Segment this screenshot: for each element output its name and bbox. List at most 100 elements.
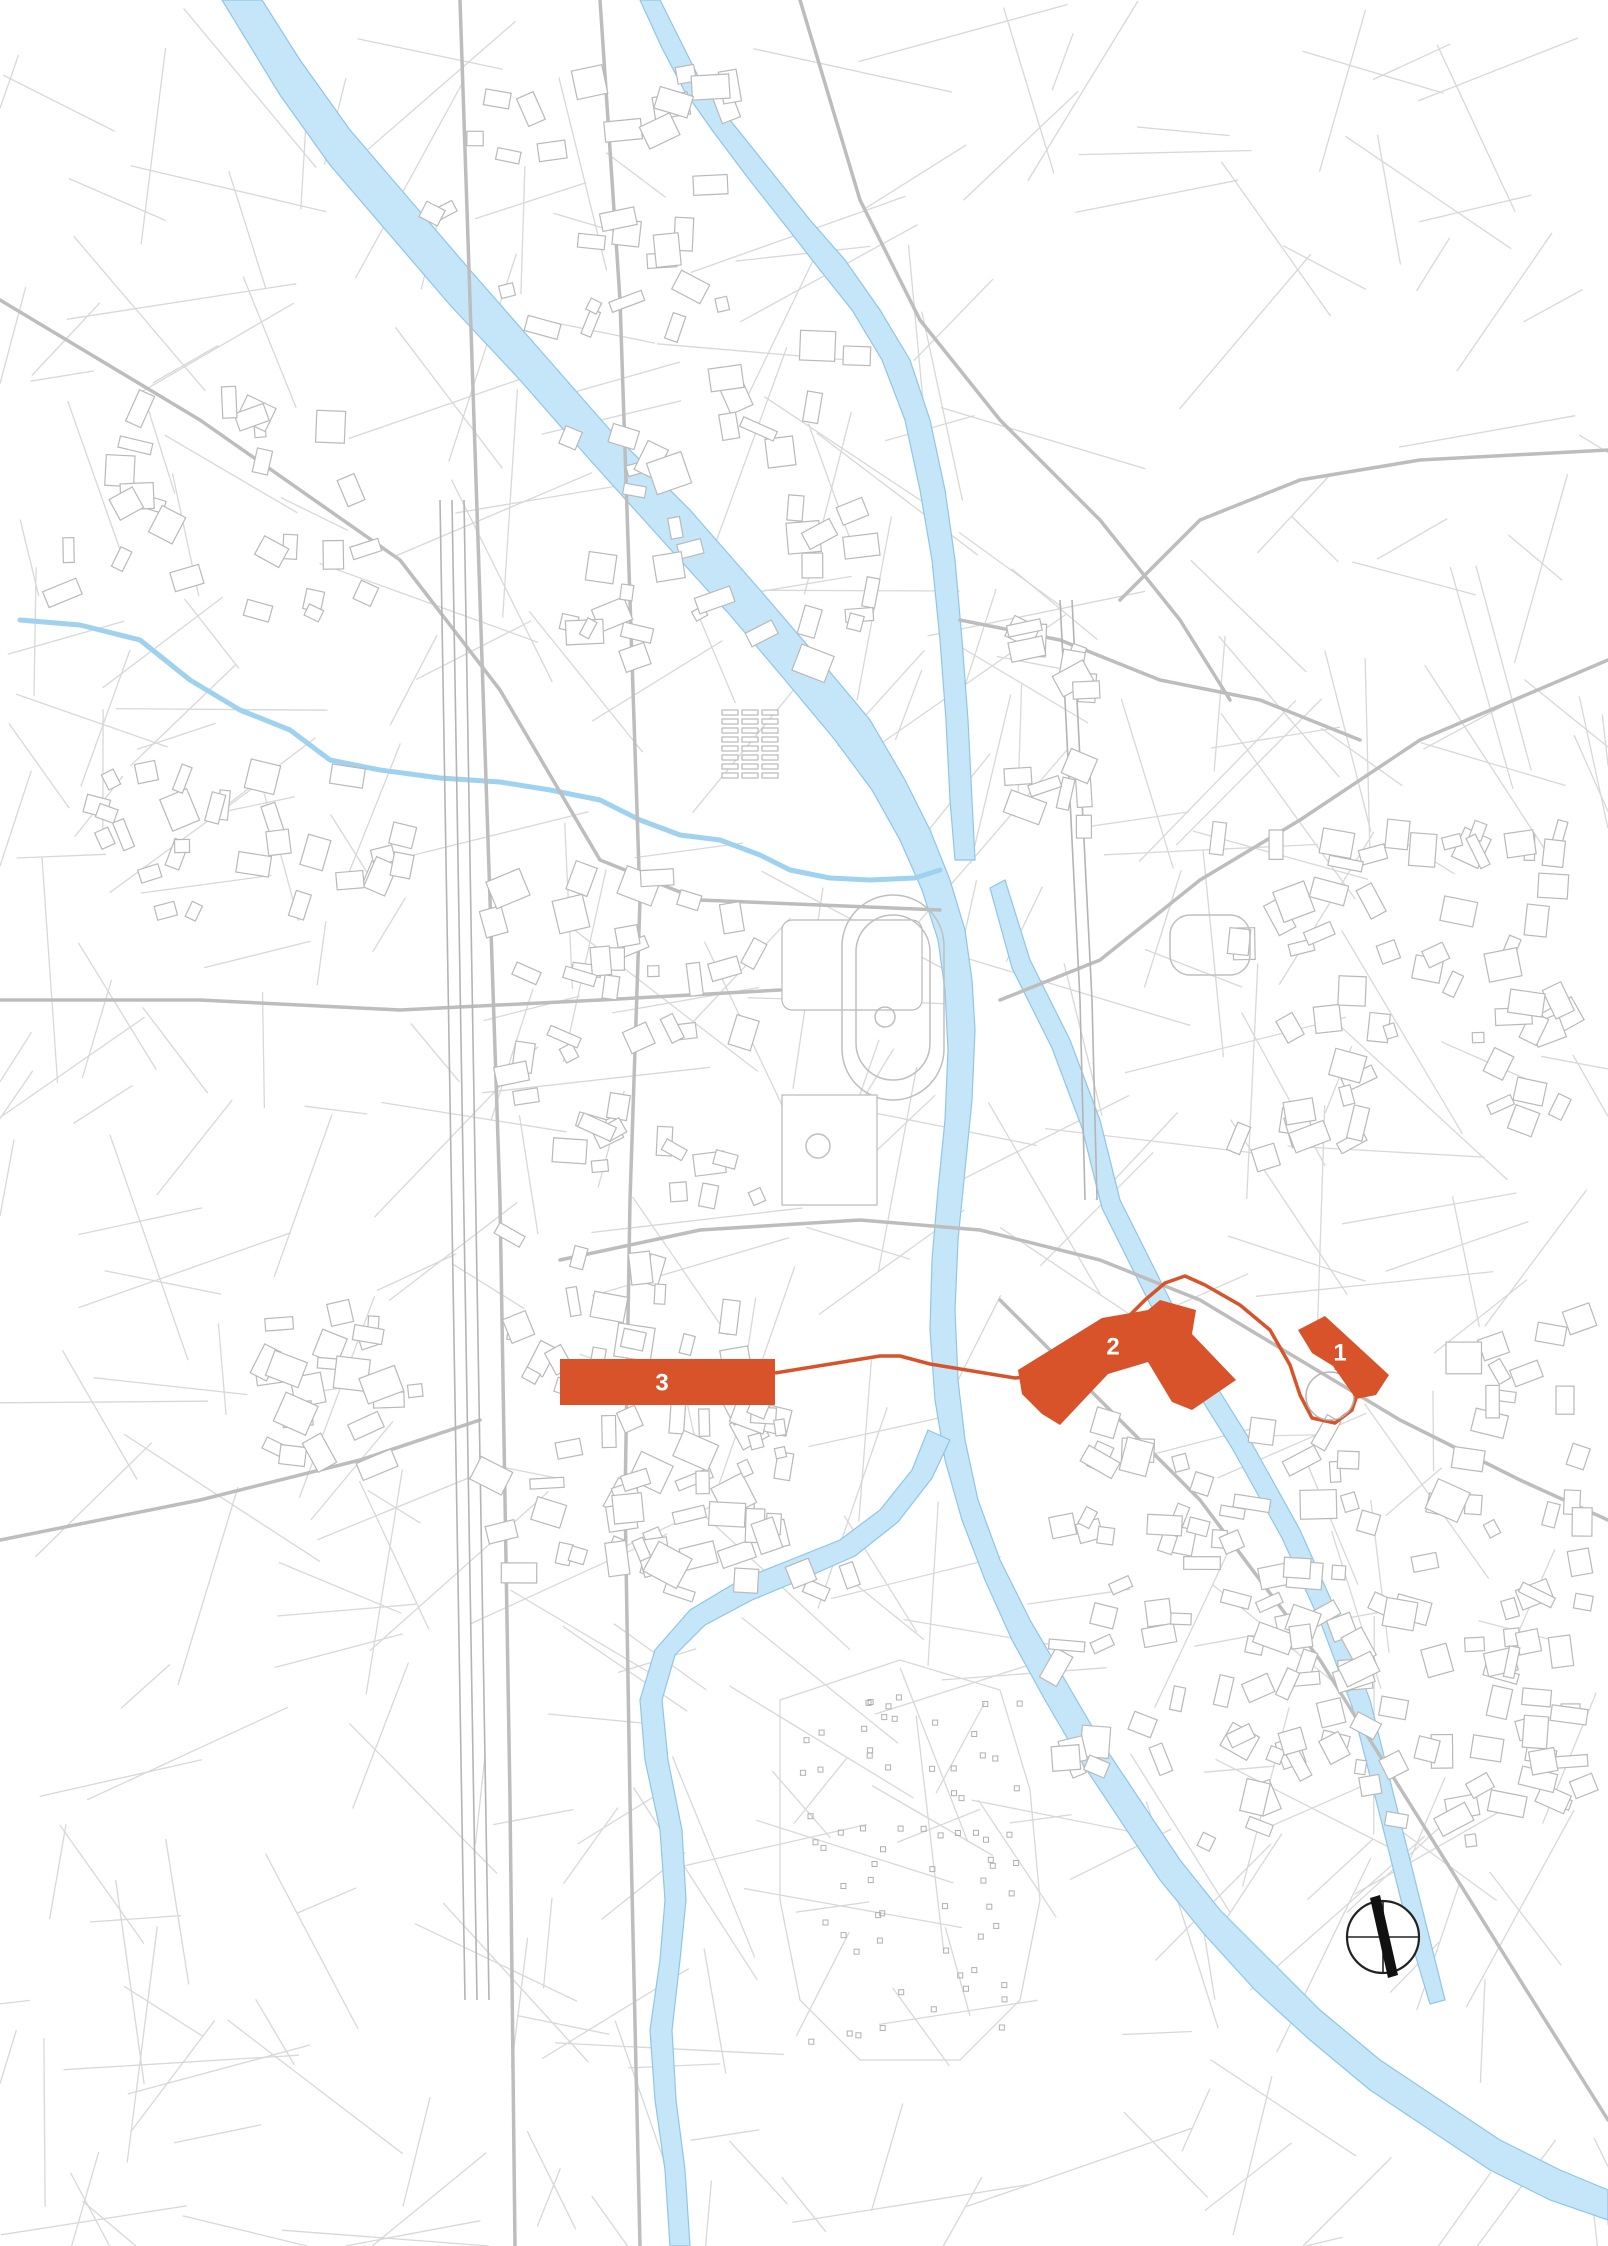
parcel-line [631,1196,729,1336]
parcel-line [1417,37,1579,102]
parcel-line [1419,194,1532,223]
parcel-line [795,1901,870,1913]
building [1381,1596,1419,1632]
parcel-line [1302,2157,1392,2246]
parcel-line [1320,727,1403,787]
building [784,1557,818,1590]
parking-space [721,709,739,716]
tree [983,1836,989,1843]
building [1082,1754,1111,1779]
parcel-line [1217,1833,1283,1932]
parcel-line [965,2127,1193,2208]
parking-space [721,745,739,752]
parcel-line [941,1667,1107,1681]
parcel-line [1433,1279,1528,1354]
building [466,130,484,147]
parcel-line [15,693,168,748]
parcel-line [372,897,406,953]
parcel-line [77,942,157,1071]
building [1561,1302,1598,1336]
parcel-line [109,778,266,894]
building [1555,1385,1575,1415]
building [108,486,145,521]
parcel-line [280,496,349,531]
building [184,900,204,922]
parcel-line [1051,33,1074,91]
building [1355,1509,1382,1537]
building [1225,1722,1256,1749]
building [666,515,684,540]
parcel-line [1601,714,1608,766]
parcel-line [470,1533,668,1625]
building [497,282,517,300]
parcel-line [82,2200,137,2246]
parcel-line [996,655,1068,671]
parcel-line [183,598,240,670]
building [523,314,562,341]
river-south-branch [639,1429,951,2246]
parcel-line [414,1923,578,2002]
parcel-line [317,1474,475,1541]
parcel-line [728,2140,788,2205]
building [1500,1596,1521,1621]
building [568,1244,589,1271]
building [671,1504,708,1526]
parcel-line [1129,1753,1231,1914]
parcel-line [1143,870,1182,988]
parcel-line [958,531,1063,608]
parking-space [721,736,739,743]
site-3[interactable]: 3 [560,1359,775,1405]
parking-space [741,727,759,734]
building [845,612,865,633]
building [1189,1470,1215,1497]
parcel-line [707,346,788,564]
parcel-line [528,610,644,753]
parcel-line [204,940,311,969]
site-1[interactable]: 1 [1298,1316,1389,1399]
parcel-line [483,995,580,1022]
parcel-line [33,567,37,697]
parking-space [741,718,759,725]
building [739,936,768,971]
parcel-line [862,144,967,211]
building [1315,1696,1347,1729]
parcel-line [1282,245,1367,290]
building [692,173,729,197]
building [791,643,835,684]
building [1196,1831,1217,1852]
tree [898,1989,905,1996]
building [389,851,415,880]
building [1282,1556,1312,1580]
building [1378,1749,1410,1781]
parcel-line [1175,698,1322,846]
parcel-line [69,2172,111,2246]
parcel-line [89,1914,181,1923]
parking-space [721,763,739,770]
building [388,821,418,850]
east-sports-field [1169,914,1251,976]
parcel-line [183,7,317,169]
parcel-line [1523,288,1583,323]
tree [807,1813,814,1820]
parcel-line [376,1253,457,1292]
parcel-line [509,1589,654,1676]
building [265,828,292,857]
building [1060,747,1099,785]
building [801,390,824,425]
building [576,1112,618,1143]
building [301,1432,338,1474]
building [707,363,745,393]
parcel-line [793,1757,848,1825]
parcel-line [696,612,736,704]
building [1450,1445,1486,1473]
building [1287,1119,1332,1154]
tree [837,1829,844,1836]
parcel-line [703,1948,727,2074]
building [773,1445,788,1460]
building [842,345,872,367]
building [1512,1076,1548,1107]
building [1439,895,1479,928]
parcel-line [1232,2075,1273,2236]
tree [977,1933,984,1940]
site-2[interactable]: 2 [1018,1300,1236,1425]
